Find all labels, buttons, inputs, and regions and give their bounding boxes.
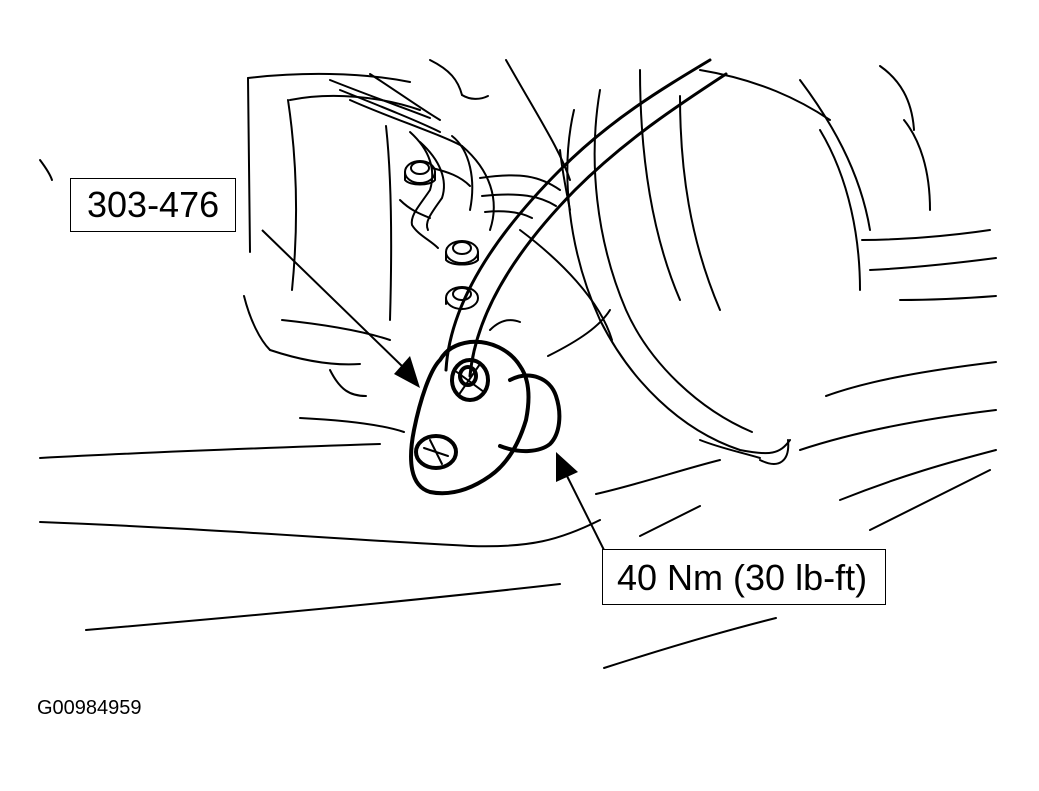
torque-spec-callout: 40 Nm (30 lb-ft) <box>602 549 887 605</box>
figure-identifier: G00984959 <box>37 697 142 719</box>
housing-outline <box>699 439 761 459</box>
engine-block-edge <box>247 72 411 83</box>
housing-contour <box>869 257 997 271</box>
housing-outline <box>679 95 721 311</box>
housing-outline <box>903 119 931 211</box>
pan-contour <box>603 617 777 669</box>
bracket-edge <box>431 167 471 187</box>
pan-contour <box>39 443 381 459</box>
manifold-contour <box>339 89 441 133</box>
pan-contour <box>595 459 721 495</box>
housing-outline <box>639 69 681 301</box>
housing-contour <box>799 409 997 451</box>
sensor-body <box>409 339 562 496</box>
housing-contour <box>825 361 997 397</box>
pan-contour <box>299 417 405 433</box>
manifold-contour <box>479 174 561 191</box>
tool-arrowhead <box>394 356 420 388</box>
manifold-contour <box>349 99 463 147</box>
pan-contour <box>639 505 701 537</box>
manifold-contour <box>451 135 474 211</box>
tool-leader-line <box>261 229 420 388</box>
tool-number-callout: 303-476 <box>70 178 237 232</box>
manifold-contour <box>329 79 431 119</box>
pan-contour <box>281 319 391 341</box>
manifold-contour <box>429 59 463 96</box>
housing-outline <box>699 69 831 121</box>
bracket-edge <box>409 131 439 249</box>
torque-arrowhead <box>556 452 578 482</box>
housing-outline <box>819 129 861 291</box>
housing-contour <box>861 229 991 241</box>
sensor-detail <box>423 363 485 465</box>
engine-block-edge <box>247 77 251 253</box>
manifold-contour <box>461 94 489 100</box>
engine-block-edge <box>385 125 393 321</box>
cable-clip <box>489 319 521 331</box>
bracket-edge <box>419 141 445 231</box>
manifold-contour <box>505 59 571 181</box>
torque-leader-line <box>556 452 605 551</box>
engine-block-edge <box>39 159 53 181</box>
pan-contour <box>39 519 601 548</box>
housing-outline <box>879 65 915 131</box>
pan-contour <box>547 309 611 357</box>
sensor-cable <box>468 72 728 378</box>
manifold-contour <box>369 73 441 121</box>
manifold-contour <box>519 229 613 341</box>
pan-contour <box>269 349 361 366</box>
bolt-upper <box>404 160 436 186</box>
housing-outline <box>759 439 790 465</box>
housing-outline <box>566 109 791 455</box>
housing-outline <box>799 79 871 231</box>
bolt-lower <box>445 286 479 310</box>
pan-contour <box>243 295 271 351</box>
manifold-contour <box>481 193 557 207</box>
bolt-middle <box>445 240 479 266</box>
housing-contour <box>869 469 991 531</box>
manifold-contour <box>461 145 495 231</box>
manifold-contour <box>484 210 533 219</box>
housing-contour <box>839 449 997 501</box>
engine-block-edge <box>287 99 297 291</box>
housing-contour <box>899 295 997 301</box>
bracket-edge <box>399 199 431 219</box>
housing-outline <box>593 89 753 433</box>
sensor-cable <box>444 58 712 372</box>
pan-contour <box>85 583 561 631</box>
pan-contour <box>329 369 367 397</box>
